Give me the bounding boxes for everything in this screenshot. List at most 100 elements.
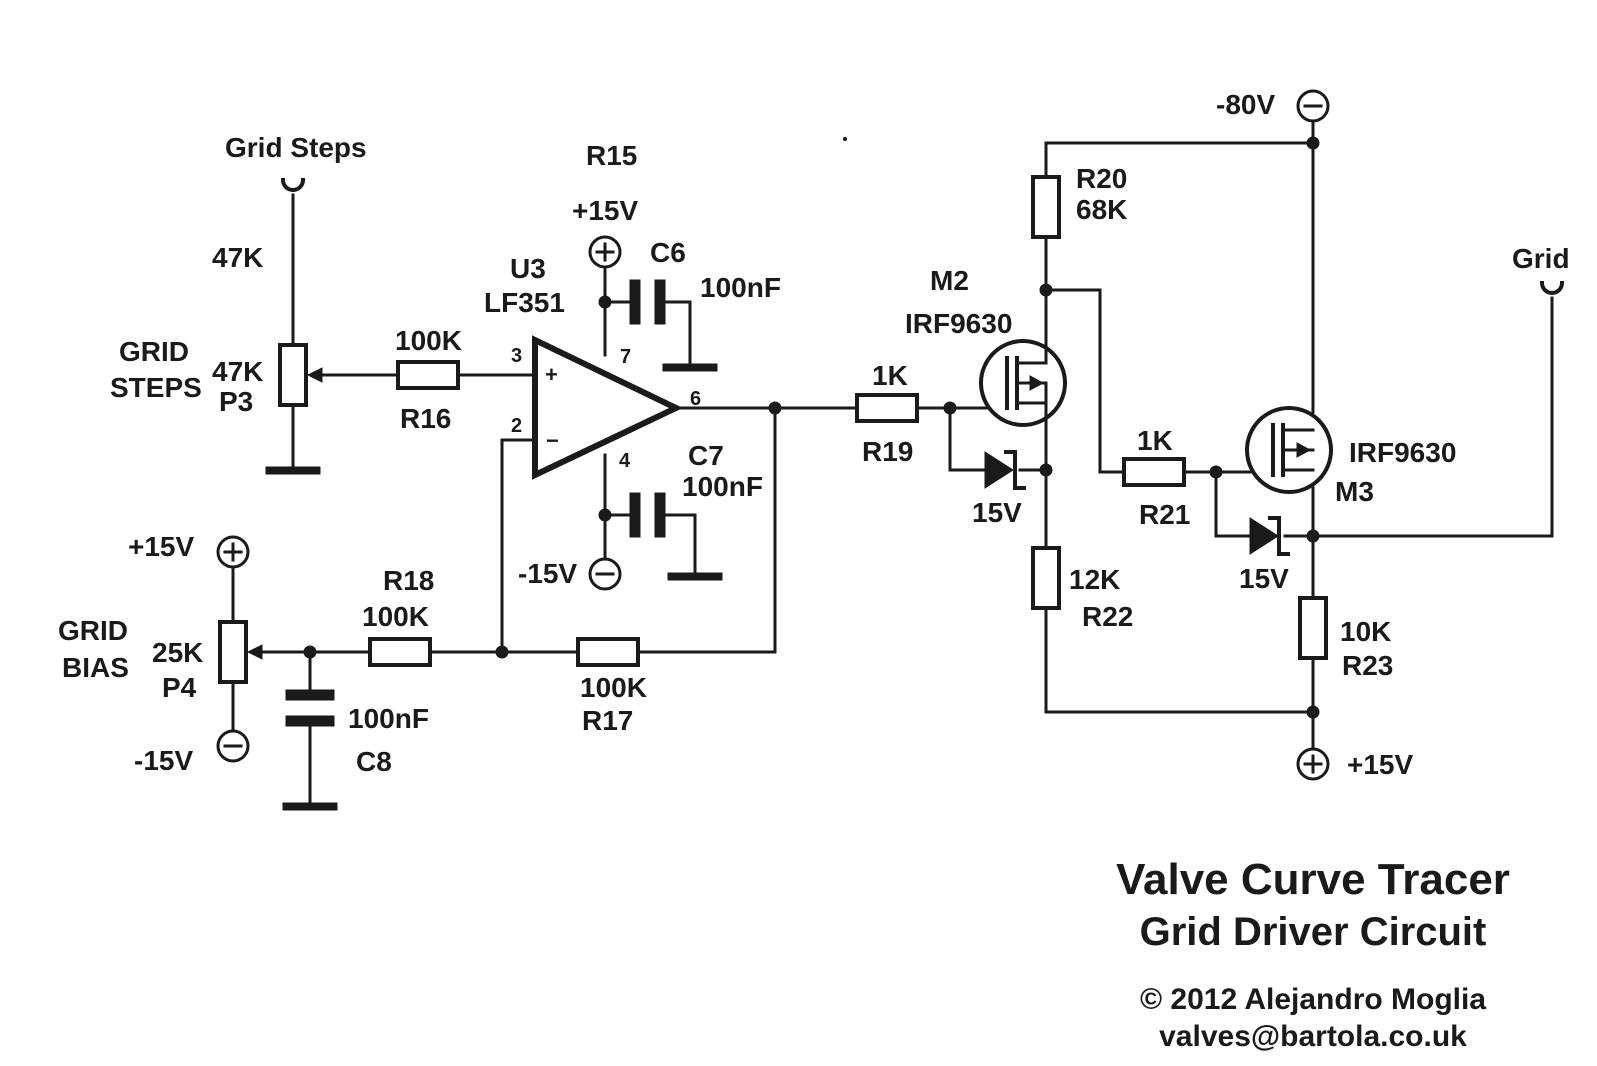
r20-label: R20: [1076, 163, 1127, 194]
supply-label-plus15: +15V: [1347, 749, 1413, 780]
capacitor-c7: [629, 492, 666, 538]
r15-value-label: 47K: [212, 242, 263, 273]
ground-symbol: [282, 802, 338, 811]
junction-dot: [768, 401, 782, 415]
resistor-r23: [1298, 596, 1328, 660]
diagram-subtitle: Grid Driver Circuit: [1140, 910, 1487, 954]
junction-dot: [1209, 465, 1223, 479]
grid-steps-pot-label: GRID: [119, 336, 189, 367]
diagram-title: Valve Curve Tracer: [1116, 855, 1510, 904]
r20-value-label: 68K: [1076, 194, 1127, 225]
junction-dots: [303, 136, 1320, 719]
zener-diode-2: [1249, 516, 1290, 556]
grid-output-terminal: [1539, 280, 1565, 295]
ground-symbol: [667, 572, 723, 581]
zener-diode-1: [984, 450, 1026, 490]
c8-value-label: 100nF: [348, 703, 429, 734]
supply-minus80: [1296, 89, 1330, 123]
opamp-u3: [532, 335, 683, 480]
grid-output-label: Grid: [1512, 243, 1570, 274]
opamp-pin-4: 4: [619, 450, 631, 472]
stray-mark: [843, 137, 847, 141]
r21-label: R21: [1139, 499, 1190, 530]
resistor-r19: [855, 393, 919, 423]
resistor-r18: [368, 637, 432, 667]
junction-dot: [598, 508, 612, 522]
capacitor-c6: [629, 279, 666, 325]
junction-dot: [1306, 705, 1320, 719]
p3-value-label: 47K: [212, 356, 263, 387]
junction-dot: [495, 645, 509, 659]
c7-label: C7: [688, 440, 724, 471]
ground-symbol: [265, 466, 321, 475]
junction-dot: [943, 401, 957, 415]
grid-steps-label: Grid Steps: [225, 132, 367, 163]
junction-dot: [1039, 463, 1053, 477]
resistor-r20: [1031, 175, 1061, 239]
copyright-line: © 2012 Alejandro Moglia: [1140, 983, 1486, 1016]
resistor-r16: [396, 360, 460, 390]
junction-dot: [1306, 136, 1320, 150]
mosfet-m3: [1245, 406, 1333, 494]
wires: [231, 120, 1554, 808]
r22-value-label: 12K: [1069, 564, 1120, 595]
supply-plus15-opamp: [588, 235, 622, 269]
c6-value-label: 100nF: [700, 272, 781, 303]
grid-steps-input-terminal: [280, 177, 306, 192]
c6-label: C6: [650, 237, 686, 268]
u3-part-label: LF351: [484, 287, 565, 318]
supply-label-minus15: -15V: [518, 558, 577, 589]
grid-steps-pot-label: STEPS: [110, 372, 202, 403]
grid-bias-label: BIAS: [62, 652, 129, 683]
r16-value-label: 100K: [395, 325, 462, 356]
capacitor-c8: [285, 689, 335, 727]
grid-bias-label: GRID: [58, 615, 128, 646]
c7-value-label: 100nF: [682, 471, 763, 502]
opamp-pin-6: 6: [690, 388, 701, 410]
opamp-plus-sign: +: [545, 362, 558, 387]
r15-label: R15: [586, 140, 637, 171]
r21-value-label: 1K: [1137, 425, 1173, 456]
r19-label: R19: [862, 436, 913, 467]
opamp-pin-7: 7: [620, 346, 631, 368]
potentiometer-p4: [218, 620, 272, 684]
p4-label: P4: [162, 672, 197, 703]
m2-part-label: IRF9630: [905, 308, 1012, 339]
supply-minus15-opamp: [588, 557, 622, 591]
p3-label: P3: [219, 386, 253, 417]
supply-label-plus15: +15V: [572, 195, 638, 226]
r23-value-label: 10K: [1340, 616, 1391, 647]
supply-label-minus15: -15V: [134, 745, 193, 776]
junction-dot: [1306, 529, 1320, 543]
m3-part-label: IRF9630: [1349, 437, 1456, 468]
resistor-r17: [576, 637, 640, 667]
r17-label: R17: [582, 705, 633, 736]
r16-label: R16: [400, 403, 451, 434]
supply-plus15-output: [1296, 747, 1330, 781]
junction-dot: [1039, 283, 1053, 297]
r17-value-label: 100K: [580, 672, 647, 703]
r19-value-label: 1K: [872, 360, 908, 391]
r18-value-label: 100K: [362, 601, 429, 632]
p4-value-label: 25K: [152, 637, 203, 668]
supply-label-minus80: -80V: [1216, 89, 1275, 120]
resistor-r22: [1031, 546, 1061, 610]
email-line: valves@bartola.co.uk: [1159, 1020, 1467, 1053]
m3-label: M3: [1335, 476, 1374, 507]
ground-symbol: [662, 363, 718, 372]
junction-dot: [303, 645, 317, 659]
r23-label: R23: [1342, 650, 1393, 681]
opamp-pin-3: 3: [511, 345, 522, 367]
junction-dot: [598, 295, 612, 309]
m2-label: M2: [930, 265, 969, 296]
supply-plus15-bias: [216, 535, 250, 569]
c8-label: C8: [356, 746, 392, 777]
mosfet-m2: [979, 339, 1067, 427]
resistor-r21: [1122, 457, 1186, 487]
zener2-value-label: 15V: [1239, 563, 1289, 594]
potentiometer-p3: [278, 343, 332, 407]
u3-label: U3: [510, 253, 546, 284]
supply-minus15-bias: [216, 729, 250, 763]
r18-label: R18: [383, 565, 434, 596]
